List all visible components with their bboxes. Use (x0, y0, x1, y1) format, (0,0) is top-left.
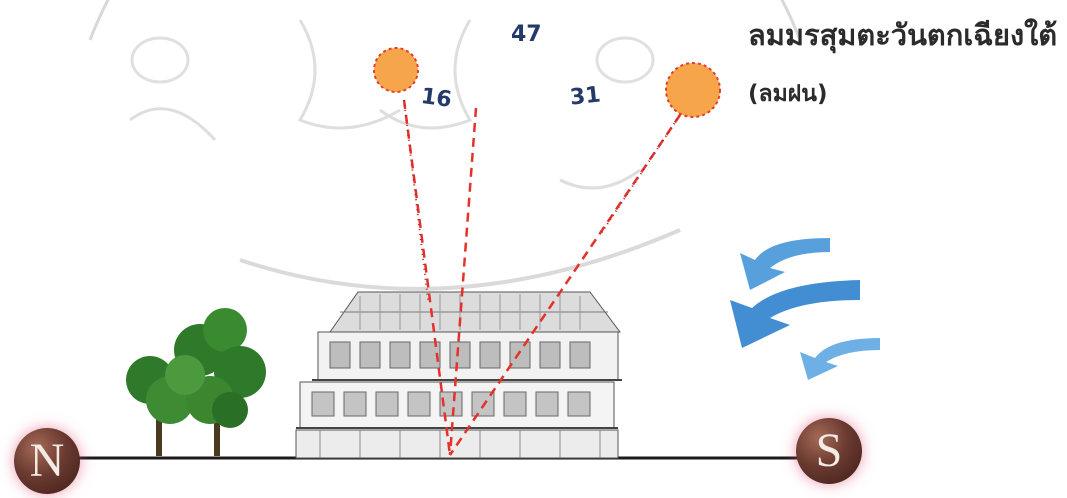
south-marker: S (796, 418, 862, 484)
diagram-subtitle: (ลมฝน) (748, 81, 828, 107)
sun-icon-right (665, 62, 721, 118)
house-elevation-drawing (295, 291, 622, 459)
wind-arrow-icon (730, 238, 880, 380)
sun-icon-left (373, 47, 419, 93)
north-marker: N (14, 428, 80, 494)
angle-label-31: 31 (568, 82, 602, 111)
tree-icon (126, 308, 266, 456)
diagram-title: ลมมรสุมตะวันตกเฉียงใต้ (748, 18, 1058, 52)
angle-label-16: 16 (419, 83, 454, 114)
angle-label-47: 47 (511, 22, 542, 47)
sun-rays (402, 99, 682, 456)
